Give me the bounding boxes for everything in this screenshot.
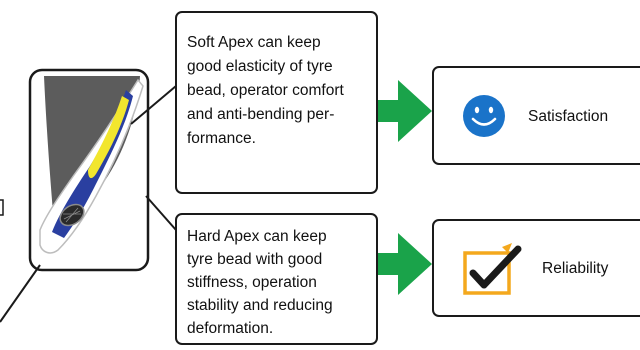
soft-apex-line-4: and anti-bending per- [187, 106, 335, 123]
soft-apex-description-box: Soft Apex can keep good elasticity of ty… [175, 11, 378, 194]
smiley-face-icon [463, 95, 505, 137]
hard-apex-line-5: deformation. [187, 320, 274, 337]
connector-out-left [0, 264, 41, 323]
soft-apex-line-1: Soft Apex can keep [187, 34, 321, 51]
hard-apex-line-4: stability and reducing [187, 297, 333, 314]
arrow-to-satisfaction [378, 80, 432, 142]
hard-apex-line-2: tyre bead with good [187, 251, 323, 268]
left-edge-fragment [0, 199, 4, 216]
connector-to-hard-apex [145, 195, 177, 231]
soft-apex-line-5: formance. [187, 130, 256, 147]
reliability-label: Reliability [542, 260, 609, 277]
connector-to-soft-apex [130, 85, 177, 125]
tyre-apex [88, 96, 129, 179]
reliability-box: Reliability [432, 219, 640, 317]
soft-apex-line-2: good elasticity of tyre [187, 58, 333, 75]
checkmark-box-icon [463, 243, 522, 295]
hard-apex-description-box: Hard Apex can keep tyre bead with good s… [175, 213, 378, 345]
arrow-to-reliability [378, 233, 432, 295]
satisfaction-label: Satisfaction [528, 108, 609, 125]
hard-apex-line-1: Hard Apex can keep [187, 228, 327, 245]
hard-apex-line-3: stiffness, operation [187, 274, 317, 291]
soft-apex-line-3: bead, operator comfort [187, 82, 344, 99]
satisfaction-box: Satisfaction [432, 66, 640, 165]
bead-wire-texture [63, 207, 81, 223]
